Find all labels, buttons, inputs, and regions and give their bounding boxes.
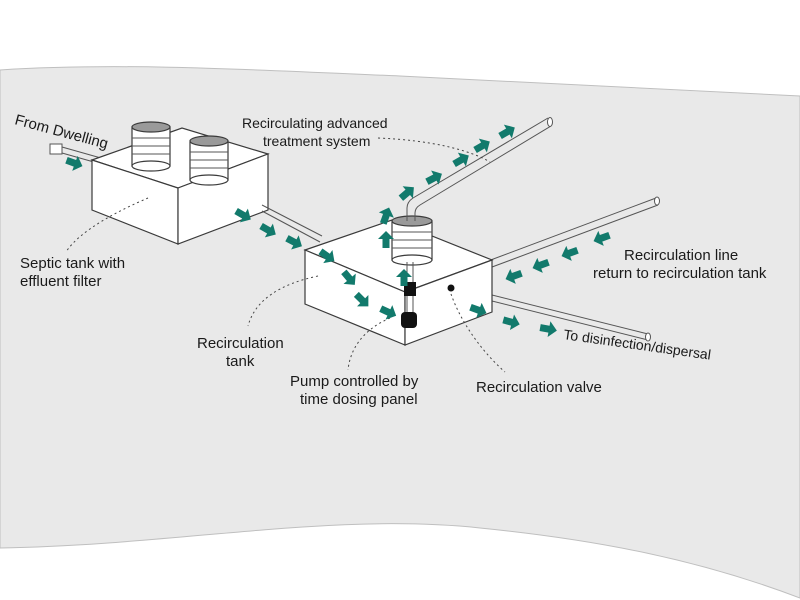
flow-arrow xyxy=(341,269,356,285)
flow-arrow xyxy=(561,245,579,261)
label-recirc-tank-2: tank xyxy=(226,353,255,370)
flow-arrow xyxy=(318,248,335,264)
leader-lines xyxy=(65,137,506,373)
flow-arrow xyxy=(396,269,412,286)
label-recirc-tank-1: Recirculation xyxy=(197,335,284,352)
flow-arrow xyxy=(469,302,487,318)
flow-arrow xyxy=(593,230,611,246)
flow-arrow xyxy=(234,207,251,223)
return-line-pipe xyxy=(479,196,660,271)
label-recirc-system-2: treatment system xyxy=(263,133,370,149)
flow-arrow xyxy=(505,268,523,284)
label-pump-2: time dosing panel xyxy=(300,391,418,408)
flow-arrow xyxy=(425,170,442,185)
label-return-1: Recirculation line xyxy=(624,247,738,264)
label-valve: Recirculation valve xyxy=(476,379,602,396)
flow-arrow xyxy=(398,186,414,201)
treatment-system-pipe xyxy=(406,117,553,221)
flow-arrow xyxy=(65,155,83,171)
flow-arrow xyxy=(539,321,557,338)
recirc-riser xyxy=(391,215,433,266)
label-septic-2: effluent filter xyxy=(20,273,101,290)
pump-assembly xyxy=(401,262,417,328)
flow-arrow xyxy=(452,152,469,168)
label-return-2: return to recirculation tank xyxy=(593,265,767,282)
recirculation-valve xyxy=(447,284,455,292)
flow-arrow xyxy=(378,231,394,248)
connector-pipe xyxy=(261,204,323,243)
flow-arrow xyxy=(285,235,302,250)
flow-arrow xyxy=(259,222,276,238)
flow-arrows xyxy=(65,124,611,338)
label-recirc-system-1: Recirculating advanced xyxy=(242,115,388,131)
flow-arrow xyxy=(532,257,550,273)
septic-riser-right xyxy=(189,135,229,186)
septic-riser-left xyxy=(131,121,171,172)
flow-arrow xyxy=(379,305,397,320)
flow-arrow xyxy=(502,314,520,330)
flow-arrow xyxy=(378,207,394,225)
flow-arrow xyxy=(353,291,369,307)
label-pump-1: Pump controlled by xyxy=(290,373,419,390)
flow-arrow xyxy=(498,124,515,140)
label-septic-1: Septic tank with xyxy=(20,255,125,272)
flow-arrow xyxy=(473,138,490,154)
